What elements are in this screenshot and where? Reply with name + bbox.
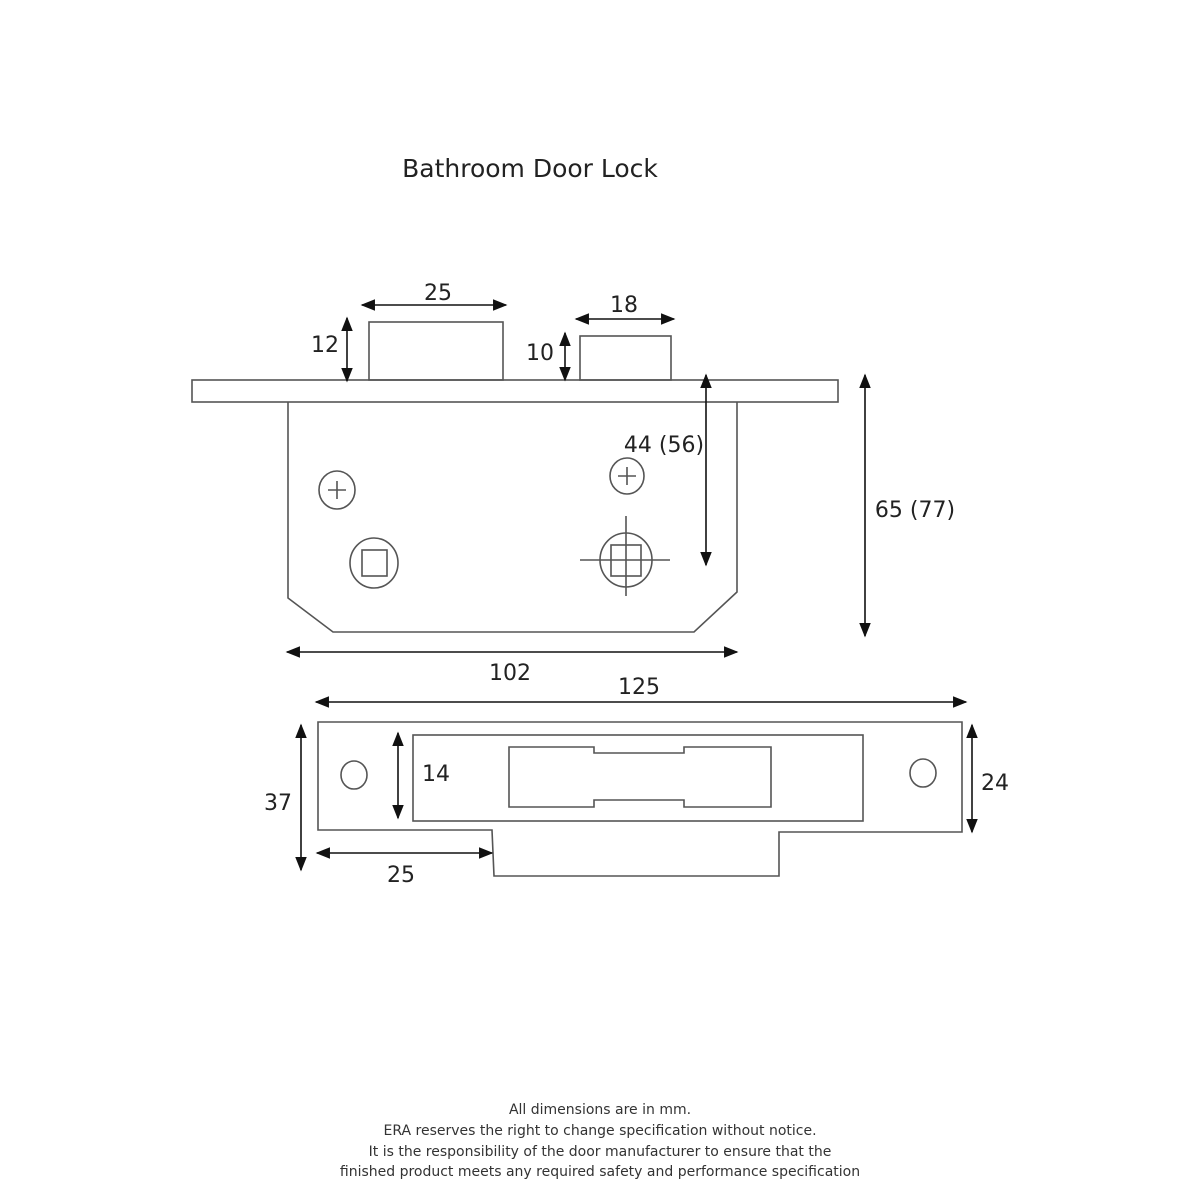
footer-line: finished product meets any required safe… [340,1164,860,1180]
label-bolt-width: 18 [610,293,638,318]
strike-hole-left [340,760,368,790]
label-slot-height: 14 [422,762,450,787]
label-latch-width: 25 [424,281,452,306]
follower-left [349,537,399,589]
screw-hole-right [609,457,645,495]
diagram-title: Bathroom Door Lock [402,154,658,183]
case-body [287,402,738,633]
label-strike-height: 37 [264,791,292,816]
strike-outline [317,721,963,877]
lock-case [191,321,839,633]
footer-notes: All dimensions are in mm. ERA reserves t… [340,1102,860,1180]
label-case-height: 102 [489,661,531,686]
label-inner-height: 24 [981,771,1009,796]
strike-plate [317,721,963,877]
label-lip-offset: 25 [387,863,415,888]
label-case-depth: 65 (77) [875,498,955,523]
label-strike-length: 125 [618,675,660,700]
label-backset: 44 (56) [624,433,704,458]
footer-line: All dimensions are in mm. [509,1102,691,1118]
faceplate [191,379,839,403]
strike-box [412,734,864,822]
latch [368,321,504,381]
strike-slot [508,746,772,808]
label-latch-projection: 12 [311,333,339,358]
follower-right [580,516,670,596]
footer-line: ERA reserves the right to change specifi… [383,1123,816,1139]
strike-hole-right [909,758,937,788]
footer-line: It is the responsibility of the door man… [369,1144,832,1160]
bolt [579,335,672,381]
label-bolt-projection: 10 [526,341,554,366]
screw-hole-left [318,470,356,510]
